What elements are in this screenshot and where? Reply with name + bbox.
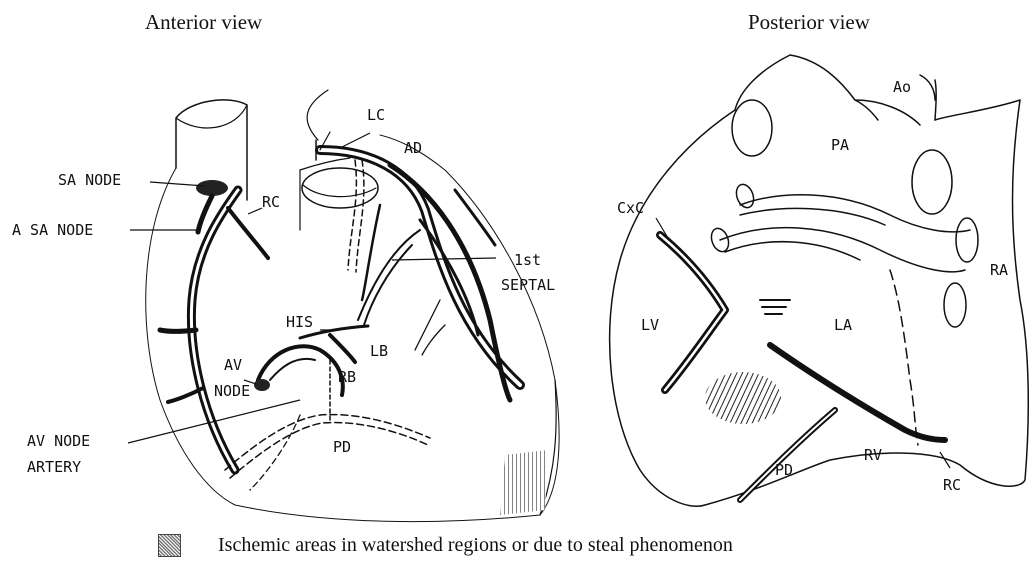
label-a-sa-node: A SA NODE [12, 221, 93, 239]
rc-branch-2 [160, 330, 196, 332]
label-rv: RV [864, 446, 882, 464]
apex-ischemic-hatch [500, 450, 548, 515]
anterior-labels: SA NODE A SA NODE RC LC AD 1st SEPTAL HI… [12, 106, 555, 476]
rc-branch-3 [168, 388, 203, 402]
ra-ellipse-2 [944, 283, 966, 327]
legend-text: Ischemic areas in watershed regions or d… [218, 534, 733, 557]
legend-hatch-swatch [158, 534, 181, 557]
label-av-node-1: AV [224, 356, 242, 374]
label-pa: PA [831, 136, 849, 154]
label-ra: RA [990, 261, 1008, 279]
label-la: LA [834, 316, 852, 334]
label-lv: LV [641, 316, 659, 334]
left-coronary-ostium [302, 168, 378, 208]
label-ad: AD [404, 139, 422, 157]
posterior-heart [610, 55, 1029, 506]
pa-ellipse [912, 150, 952, 214]
label-rc-posterior: RC [943, 476, 961, 494]
label-rb: RB [338, 368, 356, 386]
rc-branch [228, 208, 268, 258]
av-node-shape [254, 379, 270, 391]
ra-ellipse-1 [956, 218, 978, 262]
posterior-right-coronary [770, 345, 945, 440]
label-sa-node: SA NODE [58, 171, 121, 189]
ischemic-area-posterior [705, 372, 781, 424]
pulmonary-vein-lower [720, 228, 965, 272]
label-lc: LC [367, 106, 385, 124]
label-pd-anterior: PD [333, 438, 351, 456]
label-lb: LB [370, 342, 388, 360]
label-ao: Ao [893, 78, 911, 96]
ao-arc [920, 75, 935, 100]
label-av-node-2: NODE [214, 382, 250, 400]
septal-dashed [348, 160, 364, 272]
anterior-heart [146, 90, 559, 522]
label-cxc: CxC [617, 199, 644, 217]
av-node-loop-inner [270, 359, 315, 380]
label-pd-posterior: PD [775, 461, 793, 479]
label-first-septal-1: 1st [514, 251, 541, 269]
label-rc: RC [262, 193, 280, 211]
ascending-aorta-ellipse [732, 100, 772, 156]
left-bundle [330, 335, 355, 362]
legend: Ischemic areas in watershed regions or d… [158, 534, 733, 557]
posterior-descending-dashed [225, 415, 430, 478]
label-av-node-artery-1: AV NODE [27, 432, 90, 450]
pulmonary-trunk-outline [307, 90, 328, 140]
circumflex-artery [660, 235, 725, 390]
label-his: HIS [286, 313, 313, 331]
label-av-node-artery-2: ARTERY [27, 458, 81, 476]
label-first-septal-2: SEPTAL [501, 276, 555, 294]
